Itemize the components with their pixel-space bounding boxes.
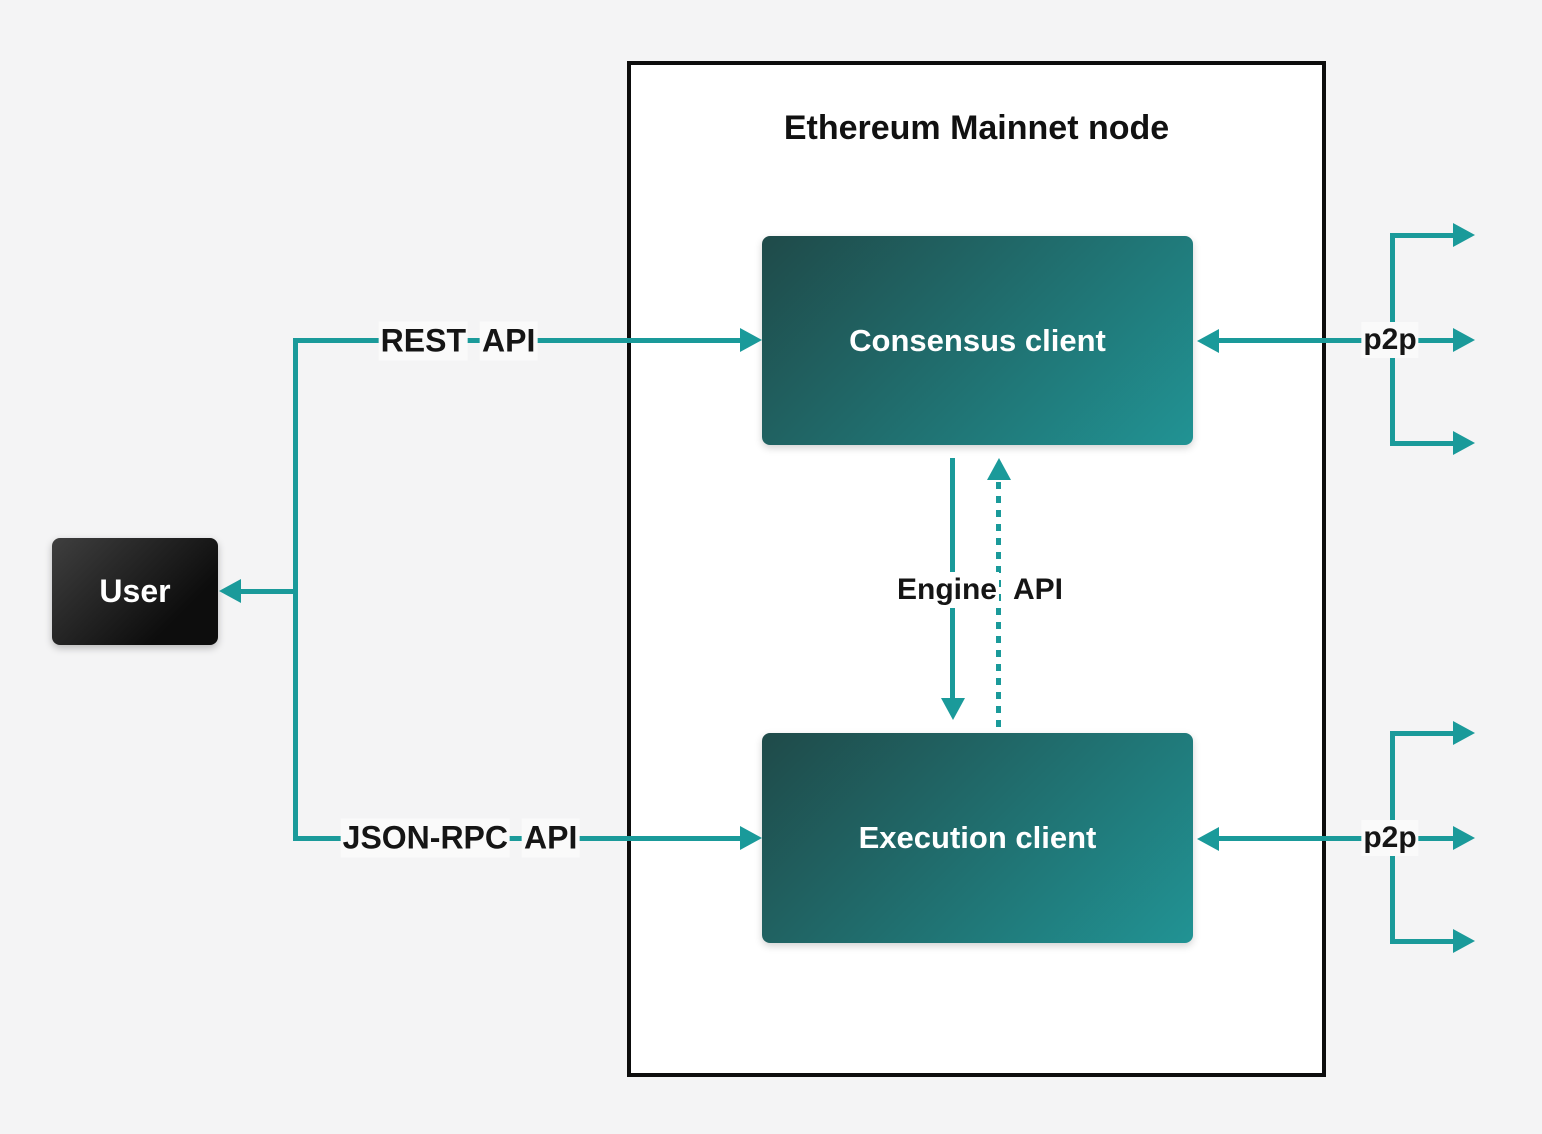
arrowhead-left-user-icon [219, 579, 241, 603]
ethereum-mainnet-node-title: Ethereum Mainnet node [783, 109, 1170, 147]
arrowhead-up-engine-icon [987, 458, 1011, 480]
arrowhead-right-p2p-bottom-bottom-icon [1453, 929, 1475, 953]
arrowhead-right-p2p-top-icon [1453, 223, 1475, 247]
arrowhead-right-consensus-icon [740, 328, 762, 352]
user-branch-line [240, 589, 298, 594]
arrowhead-right-p2p-top-bottom-icon [1453, 431, 1475, 455]
consensus-client-node: Consensus client [762, 236, 1193, 445]
arrowhead-down-engine-icon [941, 698, 965, 720]
p2p-execution-top-branch [1390, 731, 1455, 736]
arrowhead-left-consensus-p2p-icon [1197, 329, 1219, 353]
p2p-consensus-label: p2p [1361, 322, 1419, 358]
arrowhead-right-p2p-mid-top-icon [1453, 328, 1475, 352]
json-rpc-api-line [293, 836, 742, 841]
arrowhead-right-p2p-mid-bottom-icon [1453, 826, 1475, 850]
consensus-client-label: Consensus client [849, 322, 1106, 358]
p2p-execution-bottom-branch [1390, 939, 1455, 944]
arrowhead-left-execution-p2p-icon [1197, 827, 1219, 851]
arrowhead-right-p2p-bottom-top-icon [1453, 721, 1475, 745]
user-node: User [52, 538, 218, 645]
execution-client-label: Execution client [858, 820, 1097, 855]
arrowhead-right-execution-icon [740, 826, 762, 850]
p2p-consensus-main-line [1216, 338, 1455, 343]
execution-client-node: Execution client [762, 733, 1193, 943]
p2p-consensus-top-branch [1390, 233, 1455, 238]
p2p-consensus-bottom-branch [1390, 441, 1455, 446]
p2p-execution-label: p2p [1361, 820, 1419, 856]
p2p-execution-main-line [1216, 836, 1455, 841]
user-label: User [99, 573, 171, 609]
